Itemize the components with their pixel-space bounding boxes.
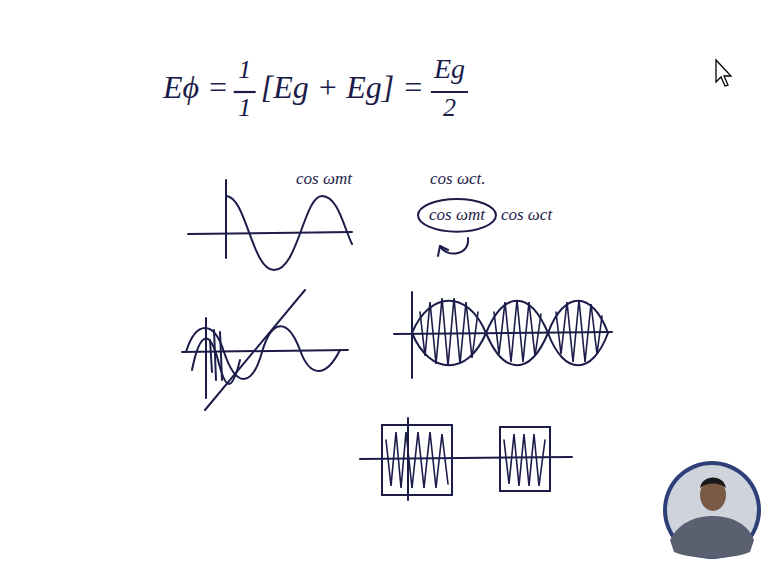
waveform-sketches — [182, 180, 612, 500]
fraction-numerator: Eg — [434, 54, 465, 85]
pulse-window — [382, 425, 452, 495]
signal-label: cos ωct. — [430, 170, 485, 189]
inset-ring — [663, 461, 761, 559]
presenter-inset — [663, 461, 761, 559]
pulse-window — [500, 427, 550, 491]
signal-label: cos ωct — [501, 206, 552, 225]
cosine-wave — [226, 196, 352, 270]
term-text: cos ωmt — [429, 206, 485, 225]
fraction-denominator: 2 — [443, 94, 456, 123]
fraction-bar — [431, 91, 468, 93]
formula-term: [Eg + Eg] = — [261, 70, 424, 105]
amplitude-axis — [205, 318, 207, 398]
mouse-pointer — [716, 60, 731, 86]
signal-label: cos ωmt — [296, 170, 352, 189]
time-axis — [188, 232, 352, 234]
carrier-oscillation — [420, 298, 602, 366]
formula-term: Eϕ = — [163, 70, 229, 105]
amplitude-axis — [225, 180, 227, 258]
fraction-denominator: 1 — [238, 94, 251, 123]
ellipse-outline — [418, 199, 496, 232]
presenter-body — [670, 516, 754, 558]
wave — [186, 326, 340, 379]
curved-arrow — [440, 238, 468, 254]
arrow-head — [438, 246, 448, 256]
diagonal-stroke — [205, 290, 305, 410]
carrier-strokes — [210, 330, 222, 380]
time-axis — [360, 457, 572, 459]
carrier-oscillation — [504, 434, 545, 486]
fraction-numerator: 1 — [238, 56, 251, 85]
presenter-hair — [700, 478, 726, 489]
carrier-oscillation — [386, 432, 448, 488]
circled-term: cos ωmt — [417, 198, 497, 233]
fraction-bar — [234, 91, 256, 93]
